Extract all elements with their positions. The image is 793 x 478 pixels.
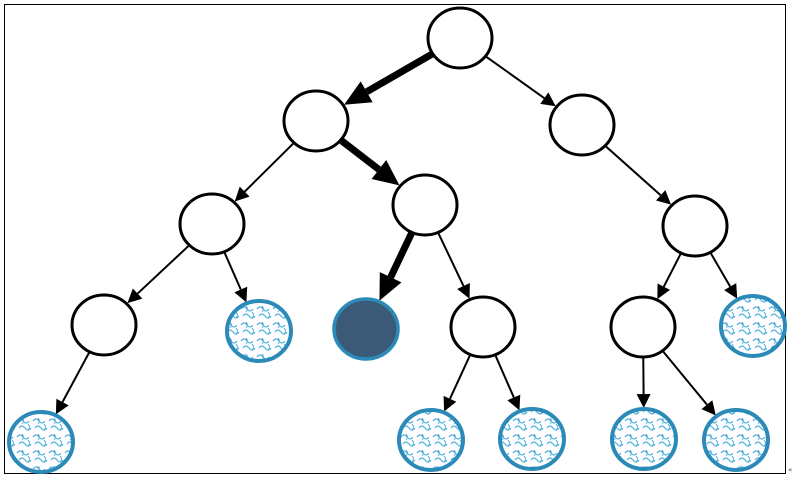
leaf-node-leaf5 [498,407,566,471]
tree-node-n9 [609,295,677,359]
edge-n2-n5 [604,144,672,205]
leaf-node-leaf6 [610,407,678,471]
edge-n3-n6 [127,244,191,304]
corner-mark: « [788,466,793,474]
arrowhead [657,283,670,300]
leaf-node-leaf4 [397,408,465,472]
edge-n5-n9 [657,252,682,300]
edge-n1-n4 [338,137,400,186]
tree-node-root [426,6,494,70]
tree-node-n4 [391,173,459,237]
arrowhead [127,288,143,304]
leaf-node-leaf2 [719,294,787,358]
edge-root-n1 [344,50,435,105]
tree-node-n5 [661,194,729,258]
edge-n4-n8 [437,231,470,299]
arrowhead [379,272,402,301]
edge-n8-leaf5 [494,354,521,411]
tree-node-n6 [70,293,138,357]
diagram-frame [4,4,786,474]
edge-n4-sel [379,230,416,301]
arrowhead [234,186,250,202]
edge-n5-leaf2 [709,251,738,299]
arrowhead [457,283,470,299]
selected-node-sel [332,297,400,361]
nodes-layer [7,6,787,474]
arrowhead [701,400,716,416]
arrowhead [371,159,400,186]
arrowhead [636,393,651,409]
tree-node-n8 [449,295,517,359]
edges-layer [55,50,738,416]
arrowhead [540,92,556,107]
edge-n3-leaf1 [223,251,248,303]
edge-n9-leaf6 [636,356,651,409]
tree-node-n2 [548,93,616,157]
leaf-node-leaf1 [225,299,293,363]
arrowhead [234,286,248,303]
arrowhead [344,81,373,105]
edge-n9-leaf7 [661,350,716,416]
edge-n6-leaf3 [55,351,91,415]
tree-node-n1 [282,89,350,153]
edge-root-n2 [484,55,556,107]
arrowhead [507,394,521,411]
edge-n1-n3 [234,142,295,202]
tree-node-n3 [178,192,246,256]
leaf-node-leaf3 [7,410,75,474]
edge-n8-leaf4 [443,354,472,412]
arrowhead [655,190,672,205]
arrowhead [724,283,738,299]
arrowhead [55,398,69,415]
arrowhead [443,395,457,412]
leaf-node-leaf7 [702,408,770,472]
